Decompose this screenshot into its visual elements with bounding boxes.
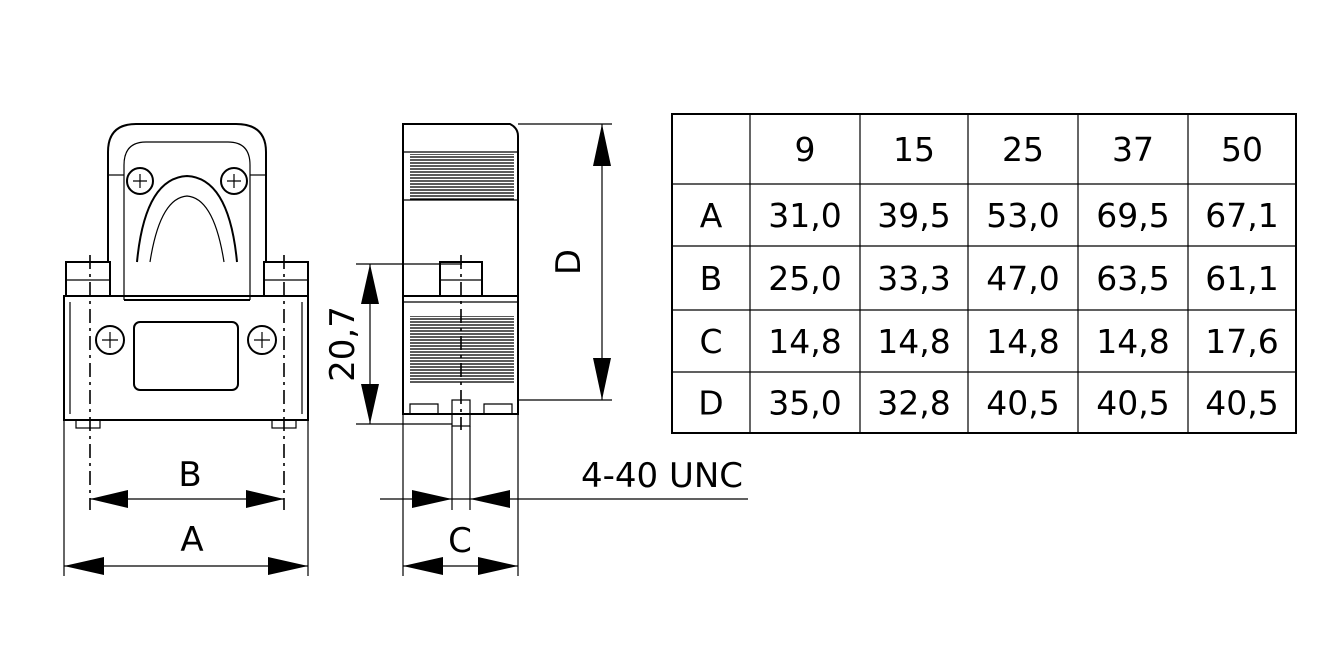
label-c: C: [448, 521, 472, 561]
table-cell: 47,0: [986, 259, 1059, 298]
table-cell: 32,8: [877, 384, 950, 423]
table-cell: 61,1: [1205, 259, 1278, 298]
table-cell: 17,6: [1205, 322, 1278, 361]
screw-bottom-left: [95, 325, 125, 355]
screw-top-left: [126, 167, 154, 195]
dimension-d: D: [549, 124, 611, 400]
table-cell: 14,8: [1096, 322, 1169, 361]
label-a: A: [180, 520, 203, 560]
ribs-bottom: [410, 316, 514, 384]
hood-inner-outline: [123, 141, 251, 300]
table-cell: 40,5: [1096, 384, 1169, 423]
table-cell: 39,5: [877, 196, 950, 235]
table-cell: 40,5: [1205, 384, 1278, 423]
label-b: B: [178, 455, 201, 495]
table-header-cell: 50: [1221, 130, 1263, 169]
dimension-a: A: [64, 520, 308, 575]
hood-outline: [107, 123, 267, 262]
table-header-cell: 37: [1112, 130, 1154, 169]
table-cell: 25,0: [768, 259, 841, 298]
table-row-label: C: [699, 322, 722, 361]
table-row-label: B: [700, 259, 723, 298]
label-thread: 4-40 UNC: [581, 456, 743, 496]
label-d: D: [549, 249, 589, 275]
front-view: [63, 123, 309, 576]
label-height: 20,7: [323, 306, 363, 382]
screw-bottom-right: [247, 325, 277, 355]
side-view: [356, 123, 612, 576]
connector-body: [63, 295, 309, 421]
cable-arch-inner: [149, 195, 225, 263]
table-header-cell: 15: [893, 130, 935, 169]
table-cell: 40,5: [986, 384, 1059, 423]
jackscrew-left: [65, 261, 111, 297]
table-row-label: A: [700, 196, 723, 235]
table-cell: 67,1: [1205, 196, 1278, 235]
table-cell: 14,8: [986, 322, 1059, 361]
table-header-cell: 25: [1002, 130, 1044, 169]
dimension-thread: 4-40 UNC: [380, 456, 748, 508]
table-cell: 33,3: [877, 259, 950, 298]
dimension-height: 20,7: [323, 264, 379, 424]
connector-window: [133, 321, 239, 391]
table-cell: 35,0: [768, 384, 841, 423]
table-cell: 69,5: [1096, 196, 1169, 235]
dimension-table: 9 15 25 37 50A 31,0 39,5 53,0 69,5 67,1B 25,0 33,3 4…: [671, 113, 1297, 434]
dimension-b: B: [90, 455, 284, 508]
table-cell: 31,0: [768, 196, 841, 235]
dimension-c: C: [403, 521, 518, 575]
side-outline: [402, 123, 519, 415]
table-cell: 14,8: [877, 322, 950, 361]
table-cell: 63,5: [1096, 259, 1169, 298]
table-cell: 14,8: [768, 322, 841, 361]
table-row-label: D: [698, 384, 723, 423]
ribs-top: [410, 154, 514, 200]
jackscrew-right: [263, 261, 309, 297]
table-header-cell: 9: [795, 130, 816, 169]
table-cell: 53,0: [986, 196, 1059, 235]
cable-arch: [136, 174, 238, 263]
screw-top-right: [220, 167, 248, 195]
